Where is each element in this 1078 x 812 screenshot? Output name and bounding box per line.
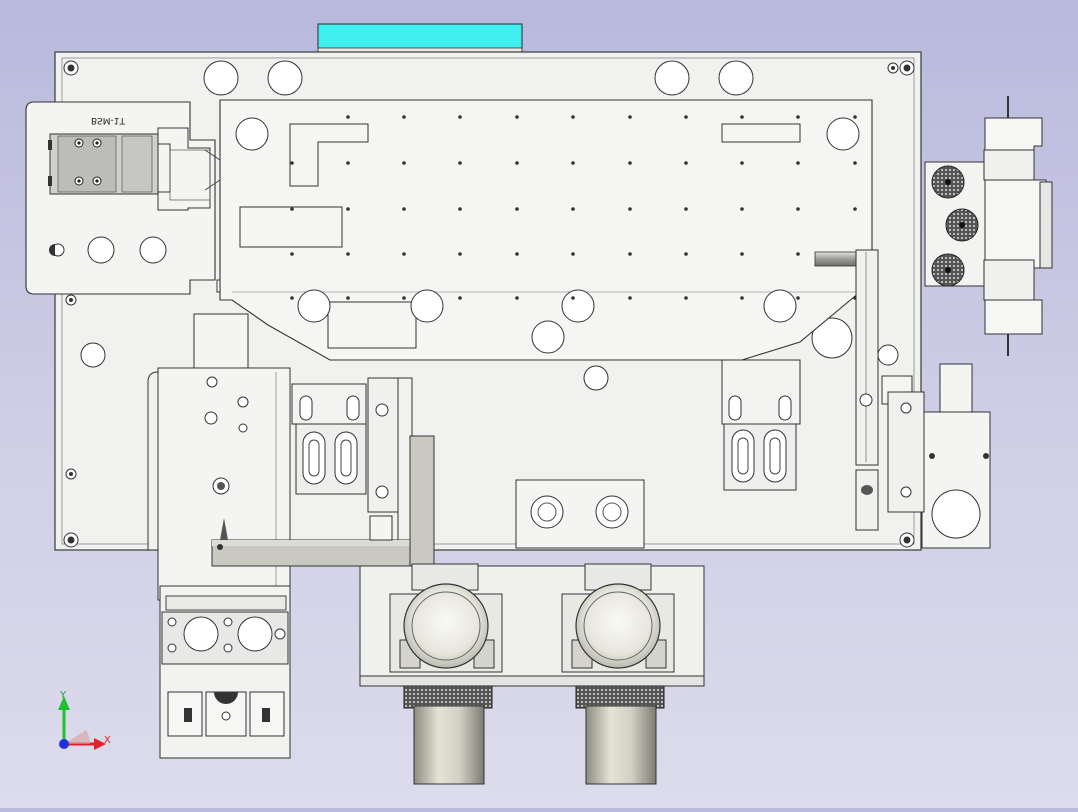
- grid-hole: [515, 161, 519, 165]
- mount-hole: [80, 342, 106, 368]
- grid-hole: [628, 161, 632, 165]
- grid-hole: [684, 161, 688, 165]
- grid-hole: [684, 296, 688, 300]
- grid-hole: [571, 252, 575, 256]
- l-slot: [289, 123, 369, 187]
- grid-hole: [571, 207, 575, 211]
- mount-hole: [718, 60, 754, 96]
- bracket-hole: [87, 236, 115, 264]
- slot: [327, 301, 417, 349]
- grid-hole: [628, 207, 632, 211]
- mount-hole: [267, 60, 303, 96]
- mount-hole: [811, 317, 853, 359]
- coordinate-triad: Y X: [58, 690, 111, 750]
- bracket-hole: [139, 236, 167, 264]
- barrel-left: [413, 705, 485, 785]
- center-adjuster-right: [721, 359, 801, 491]
- knurled-knobs: [931, 165, 979, 287]
- grid-hole: [515, 207, 519, 211]
- top-connector: [317, 23, 523, 55]
- grid-hole: [684, 207, 688, 211]
- vertical-rail: [855, 249, 879, 466]
- grid-hole: [853, 207, 857, 211]
- grid-hole: [346, 296, 350, 300]
- part-label: BSM-1T: [91, 115, 125, 125]
- mount-hole: [583, 365, 609, 391]
- bottom-left-carriage: [159, 585, 291, 759]
- grid-hole: [346, 252, 350, 256]
- mount-hole: [203, 60, 239, 96]
- grid-hole: [796, 296, 800, 300]
- slot: [239, 206, 343, 248]
- grid-hole: [290, 252, 294, 256]
- right-connector: [924, 96, 1053, 356]
- grid-hole: [458, 296, 462, 300]
- lens-port: [931, 489, 981, 539]
- mount-hole: [877, 344, 899, 366]
- grid-hole: [458, 161, 462, 165]
- grid-hole: [740, 296, 744, 300]
- center-adjuster-left: [291, 377, 413, 559]
- grid-hole: [346, 207, 350, 211]
- grid-hole: [346, 161, 350, 165]
- grid-hole: [853, 115, 857, 119]
- grid-hole: [515, 115, 519, 119]
- grid-hole: [290, 207, 294, 211]
- grid-hole: [684, 252, 688, 256]
- grid-hole: [740, 115, 744, 119]
- grid-hole: [290, 161, 294, 165]
- grid-hole: [740, 207, 744, 211]
- right-rod: [814, 249, 879, 531]
- grid-hole: [796, 252, 800, 256]
- grid-hole: [402, 161, 406, 165]
- barrel-right-ring: [575, 685, 665, 709]
- upper-plate: [219, 99, 873, 361]
- grid-hole: [796, 161, 800, 165]
- grid-hole: [515, 296, 519, 300]
- grid-hole: [796, 207, 800, 211]
- grid-hole: [402, 296, 406, 300]
- grid-hole: [571, 115, 575, 119]
- grid-hole: [290, 296, 294, 300]
- grid-hole: [571, 161, 575, 165]
- grid-hole: [346, 115, 350, 119]
- grid-hole: [628, 296, 632, 300]
- rod-pin: [814, 251, 860, 267]
- grid-hole: [628, 115, 632, 119]
- grid-hole: [402, 115, 406, 119]
- grid-hole: [458, 115, 462, 119]
- triad-y-label: Y: [59, 690, 67, 701]
- cyan-top-block: [317, 23, 523, 53]
- triad-x-label: X: [104, 735, 111, 746]
- barrel-right: [585, 705, 657, 785]
- mount-hole: [654, 60, 690, 96]
- grid-hole: [402, 207, 406, 211]
- grid-hole: [853, 161, 857, 165]
- grid-hole: [796, 115, 800, 119]
- grid-hole: [515, 252, 519, 256]
- grid-hole: [458, 252, 462, 256]
- barrel-left-ring: [403, 685, 493, 709]
- lens-housing: [359, 563, 705, 785]
- grid-hole: [684, 115, 688, 119]
- triad-z-origin: [59, 739, 69, 749]
- left-column: [147, 313, 435, 601]
- grid-hole: [458, 207, 462, 211]
- grid-hole: [628, 252, 632, 256]
- grid-hole: [740, 252, 744, 256]
- slot: [721, 123, 801, 143]
- corner-screws: [63, 60, 915, 548]
- center-plate: [515, 479, 645, 549]
- grid-hole: [571, 296, 575, 300]
- base-plate-inner-edge: [61, 57, 915, 545]
- grid-hole: [402, 252, 406, 256]
- lens-right: [575, 583, 661, 669]
- lens-left: [403, 583, 489, 669]
- grid-hole: [740, 161, 744, 165]
- right-lower-bracket: [881, 363, 991, 549]
